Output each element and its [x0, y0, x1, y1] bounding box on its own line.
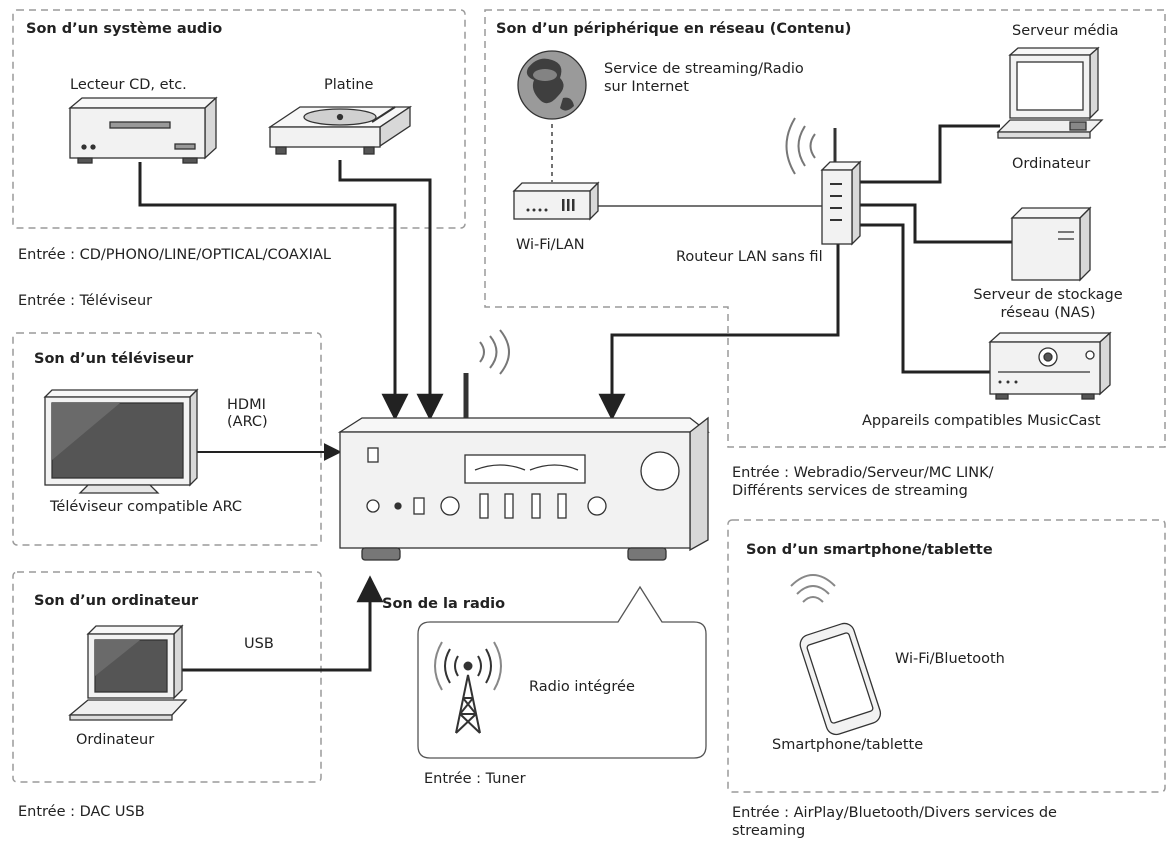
audio-system-title: Son d’un système audio: [26, 21, 223, 37]
turntable-icon: [267, 105, 413, 155]
musiccast-label: Appareils compatibles MusicCast: [862, 413, 1101, 429]
laptop-label: Ordinateur: [76, 732, 155, 748]
computer-monitor-icon: [996, 46, 1104, 139]
smartphone-title: Son d’un smartphone/tablette: [746, 542, 993, 558]
arc-label: (ARC): [227, 414, 268, 430]
router-label: Routeur LAN sans fil: [676, 249, 823, 265]
section-box-audio-system: [12, 9, 466, 229]
network-input-label-line2: Différents services de streaming: [732, 483, 968, 499]
tv-title: Son d’un téléviseur: [34, 351, 194, 367]
media-server-label: Serveur média: [1012, 23, 1119, 39]
computer-title: Son d’un ordinateur: [34, 593, 199, 609]
router-to-nas-line: [860, 203, 1012, 244]
smartphone-device-label: Smartphone/tablette: [772, 737, 924, 753]
cd-to-amp-line: [138, 162, 409, 421]
computer-input-label: Entrée : DAC USB: [18, 804, 145, 820]
media-computer-label: Ordinateur: [1012, 156, 1091, 172]
wireless-router-icon: [785, 117, 862, 246]
network-title: Son d’un périphérique en réseau (Contenu…: [496, 21, 852, 37]
globe-icon: [517, 50, 587, 120]
television-icon: [43, 388, 199, 494]
computer-to-amp-line: [178, 575, 384, 672]
cd-player-icon: [68, 96, 218, 164]
modem-icon: [512, 181, 600, 221]
nas-label: Serveur de stockage réseau (NAS): [973, 287, 1123, 321]
turntable-to-amp-line: [338, 160, 444, 421]
radio-title: Son de la radio: [382, 596, 506, 612]
smartphone-connection-label: Wi-Fi/Bluetooth: [895, 651, 1005, 667]
laptop-icon: [68, 624, 188, 721]
audio-system-input-label: Entrée : CD/PHONO/LINE/OPTICAL/COAXIAL: [18, 247, 331, 263]
nas-server-icon: [1010, 206, 1092, 282]
smartphone-input-label-line2: streaming: [732, 823, 806, 839]
hdmi-label: HDMI: [227, 397, 266, 413]
radio-input-label: Entrée : Tuner: [424, 771, 526, 787]
radio-tower-icon: [434, 641, 502, 734]
streaming-service-label: Service de streaming/Radio sur Internet: [604, 61, 804, 95]
wifi-lan-label: Wi-Fi/LAN: [516, 237, 585, 253]
section-box-network: [484, 9, 1166, 448]
section-box-computer: [12, 571, 322, 783]
smartphone-input-label-line1: Entrée : AirPlay/Bluetooth/Divers servic…: [732, 805, 1057, 821]
router-to-musiccast-line: [860, 223, 990, 374]
router-to-amp-line: [598, 243, 840, 421]
turntable-label: Platine: [324, 77, 374, 93]
tv-input-label: Entrée : Téléviseur: [18, 293, 153, 309]
section-box-tv: [12, 332, 322, 546]
section-box-smartphone: [727, 519, 1166, 793]
tv-device-label: Téléviseur compatible ARC: [50, 499, 243, 515]
builtin-radio-label: Radio intégrée: [529, 679, 635, 695]
radio-bubble: [417, 585, 707, 759]
amplifier-icon: [337, 329, 710, 561]
smartphone-icon: [790, 574, 882, 736]
musiccast-device-icon: [988, 331, 1112, 400]
cd-player-label: Lecteur CD, etc.: [70, 77, 187, 93]
usb-label: USB: [244, 636, 274, 652]
network-input-label-line1: Entrée : Webradio/Serveur/MC LINK/: [732, 465, 994, 481]
router-to-computer-line: [860, 124, 1000, 184]
